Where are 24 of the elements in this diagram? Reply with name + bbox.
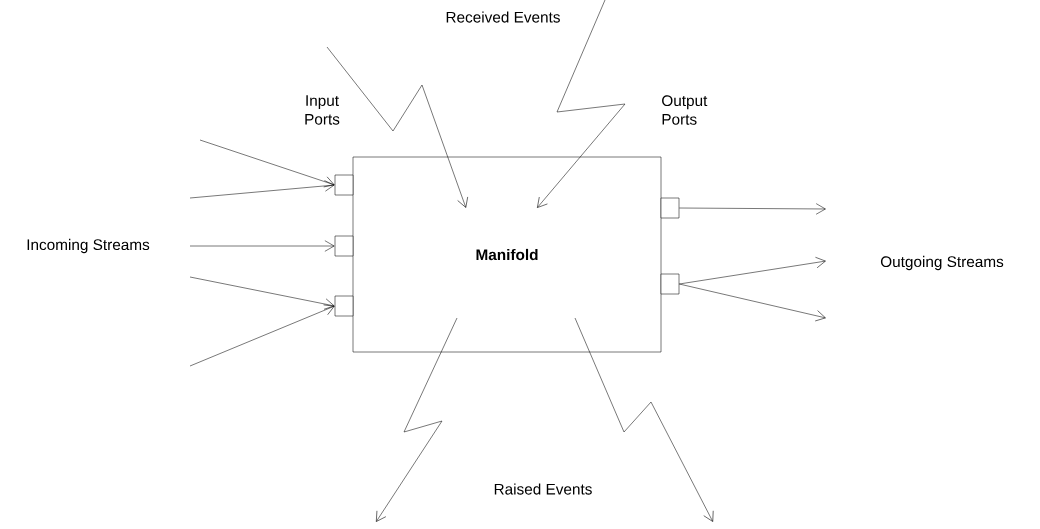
- arrow: [189, 180, 335, 199]
- lightning-arrow: [326, 46, 468, 208]
- arrow: [679, 203, 826, 215]
- event-label: Raised Events: [494, 483, 592, 495]
- arrow: [199, 139, 335, 188]
- arrow: [189, 240, 335, 252]
- port-box: [660, 273, 680, 295]
- port-label: Input Ports: [305, 95, 340, 125]
- port-label: Output Ports: [662, 95, 708, 125]
- arrow: [189, 304, 335, 367]
- stream-label: Incoming Streams: [27, 238, 150, 254]
- port-box: [660, 197, 680, 219]
- lightning-arrow: [574, 317, 714, 522]
- port-box: [334, 174, 354, 196]
- arrow: [189, 276, 335, 310]
- event-label: Received Events: [446, 11, 560, 23]
- port-box: [334, 235, 354, 257]
- lightning-arrow: [376, 317, 458, 522]
- lightning-arrow: [537, 0, 626, 208]
- port-box: [334, 295, 354, 317]
- arrow: [679, 257, 826, 285]
- manifold-box: Manifold: [352, 156, 662, 353]
- arrow: [679, 283, 826, 322]
- stream-label: Outgoing Streams: [880, 255, 1004, 271]
